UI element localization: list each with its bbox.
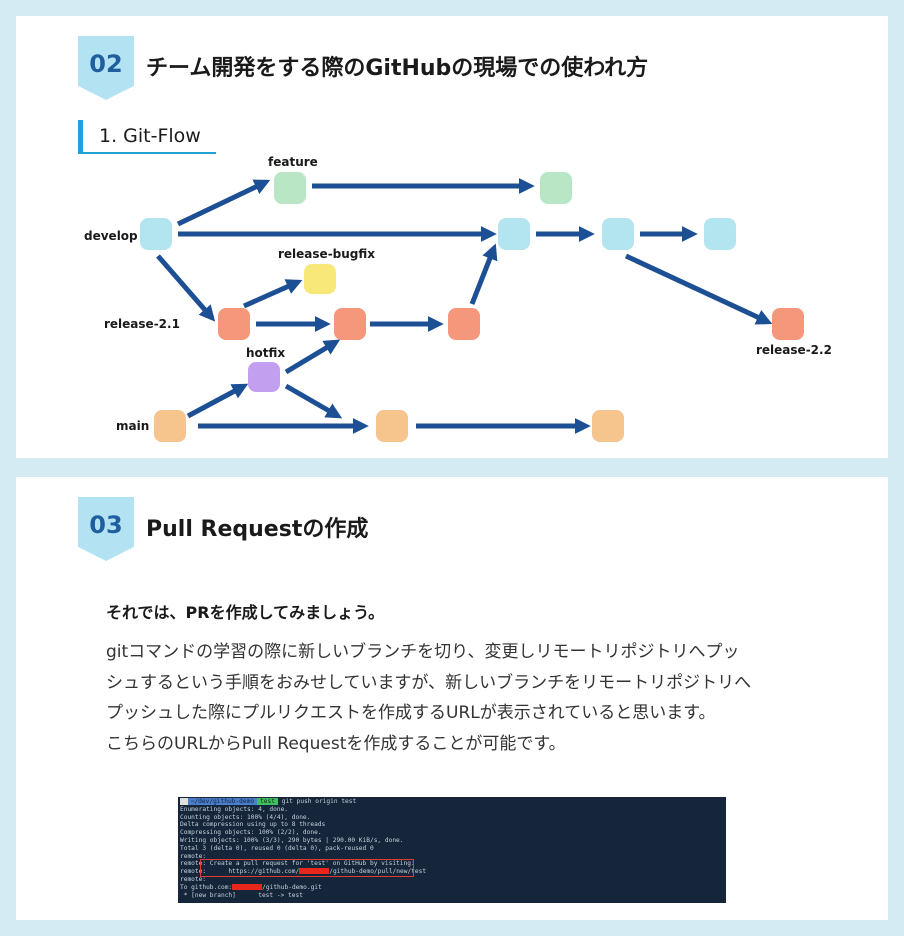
- feature-node: [540, 172, 572, 204]
- terminal-url-line: remote: https://github.com/ /github-demo/…: [180, 868, 724, 876]
- main-node: [592, 410, 624, 442]
- prompt-branch: test: [257, 798, 278, 805]
- label-release-22: release-2.2: [756, 343, 832, 357]
- flow-arrows: [156, 177, 773, 435]
- release-node: [218, 308, 250, 340]
- terminal-line: * [new branch] test -> test: [180, 891, 303, 899]
- lead-text: それでは、PRを作成してみましょう。: [106, 603, 385, 622]
- arrow-hotfix-to-main: [284, 383, 343, 419]
- arrow-develop-to-release22: [624, 253, 773, 325]
- arrow-develop-to-release21: [156, 254, 216, 322]
- label-hotfix: hotfix: [246, 346, 285, 360]
- redaction-mark: [232, 883, 263, 890]
- main-node: [376, 410, 408, 442]
- feature-node: [274, 172, 306, 204]
- arrow-release-to-bugfix: [242, 279, 303, 309]
- paragraph-line: プッシュした際にプルリクエストを作成するURLが表示されていると思います。: [106, 703, 716, 723]
- section-03-panel: 03 Pull Requestの作成 それでは、PRを作成してみましょう。 gi…: [16, 477, 888, 920]
- terminal-pr-line: remote: Create a pull request for 'test'…: [180, 860, 415, 868]
- hotfix-node: [248, 362, 280, 392]
- git-flow-diagram: feature develop release-bugfix release-2…: [84, 155, 832, 442]
- prompt-command: git push origin test: [281, 798, 357, 805]
- terminal-line: Enumerating objects: 4, done.: [180, 805, 289, 813]
- terminal-line: remote:: [180, 875, 207, 883]
- arrow-release-to-develop: [469, 243, 498, 305]
- develop-node: [602, 218, 634, 250]
- develop-node: [498, 218, 530, 250]
- highlight-box: [200, 859, 414, 877]
- paragraph-line: シュするという手順をおみせしていますが、新しいブランチをリモートリポジトリへ: [106, 672, 752, 693]
- section-02-panel: 02 チーム開発をする際のGitHubの現場での使われ方 1. Git-Flow: [16, 16, 888, 458]
- label-main: main: [116, 419, 149, 433]
- release-22-node: [772, 308, 804, 340]
- paragraph-line: gitコマンドの学習の際に新しいブランチを切り、変更しリモートリポジトリへプッ: [106, 642, 740, 662]
- terminal-line: Delta compression using up to 8 threads: [180, 821, 326, 829]
- redaction-mark: [299, 868, 330, 875]
- label-release-bugfix: release-bugfix: [278, 247, 375, 261]
- release-node: [448, 308, 480, 340]
- to-prefix: To github.com:: [180, 883, 233, 891]
- label-feature: feature: [268, 155, 318, 169]
- sub-heading: 1. Git-Flow: [78, 120, 216, 154]
- terminal-line: Counting objects: 100% (4/4), done.: [180, 813, 311, 821]
- arrow-main-to-hotfix: [186, 383, 249, 419]
- url-suffix: /github-demo/pull/new/test: [329, 868, 427, 876]
- section-number-badge: 02: [78, 36, 134, 100]
- arrow-hotfix-to-release: [284, 339, 341, 375]
- label-develop: develop: [84, 229, 138, 243]
- terminal-line: Compressing objects: 100% (2/2), done.: [180, 829, 322, 837]
- paragraph-line: こちらのURLからPull Requestを作成することが可能です。: [106, 733, 566, 754]
- section-title: チーム開発をする際のGitHubの現場での使われ方: [146, 56, 649, 81]
- arrow-develop-to-feature: [176, 179, 271, 227]
- develop-node: [140, 218, 172, 250]
- label-release-21: release-2.1: [104, 317, 180, 331]
- main-node: [154, 410, 186, 442]
- prompt-path: ~/dev/github-demo: [187, 798, 258, 805]
- bugfix-node: [304, 264, 336, 294]
- section-title: Pull Requestの作成: [146, 517, 369, 542]
- terminal-to-line: To github.com: /github-demo.git: [180, 883, 724, 892]
- apple-icon: [180, 798, 188, 805]
- release-node: [334, 308, 366, 340]
- develop-node: [704, 218, 736, 250]
- terminal-line: remote:: [180, 852, 207, 860]
- commit-nodes: [140, 172, 804, 442]
- terminal-line: Total 3 (delta 0), reused 0 (delta 0), p…: [180, 844, 374, 852]
- terminal-line: Writing objects: 100% (3/3), 290 bytes |…: [180, 836, 404, 844]
- url-prefix: remote: https://github.com/: [180, 868, 300, 876]
- section-number-badge: 03: [78, 497, 134, 561]
- paragraph: gitコマンドの学習の際に新しいブランチを切り、変更しリモートリポジトリへプッ …: [106, 637, 806, 759]
- to-suffix: /github-demo.git: [262, 883, 322, 891]
